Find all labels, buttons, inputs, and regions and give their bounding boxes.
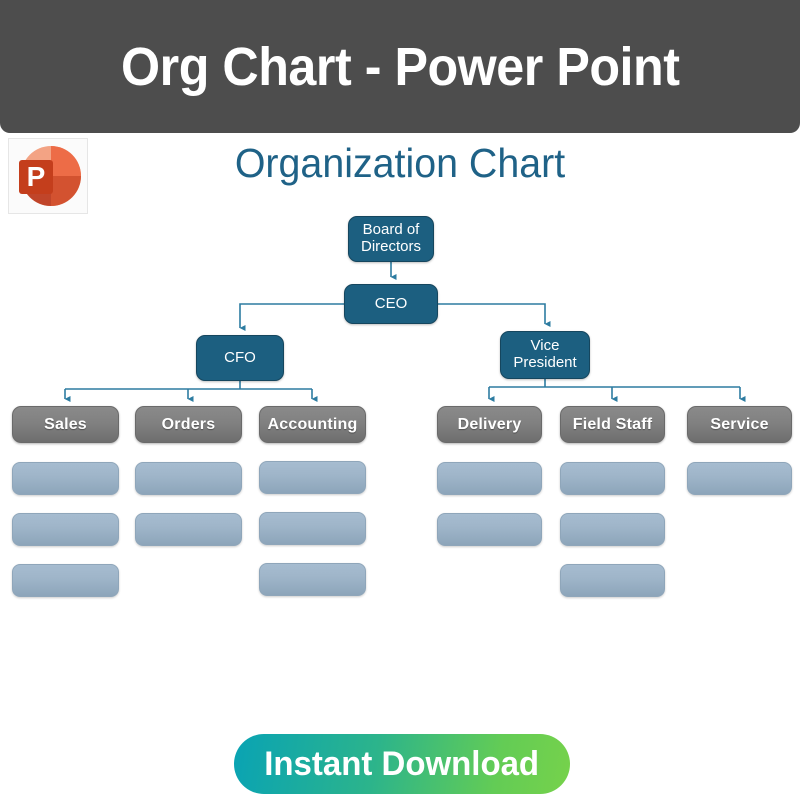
- org-node-blank[interactable]: [135, 513, 242, 546]
- org-node-cfo[interactable]: CFO: [196, 335, 284, 381]
- org-node-blank[interactable]: [259, 563, 366, 596]
- org-node-blank[interactable]: [437, 462, 542, 495]
- page-title: Org Chart - Power Point: [120, 36, 680, 97]
- org-node-blank[interactable]: [12, 513, 119, 546]
- org-node-blank[interactable]: [560, 462, 665, 495]
- org-node-blank[interactable]: [687, 462, 792, 495]
- org-node-sales[interactable]: Sales: [12, 406, 119, 443]
- org-node-board-of-directors[interactable]: Board of Directors: [348, 216, 434, 262]
- org-node-blank[interactable]: [259, 461, 366, 494]
- org-node-blank[interactable]: [135, 462, 242, 495]
- connector-ceo-cfo: [239, 303, 344, 331]
- powerpoint-icon-glyph: P: [19, 146, 81, 206]
- org-node-delivery[interactable]: Delivery: [437, 406, 542, 443]
- org-node-blank[interactable]: [12, 564, 119, 597]
- slide-title: Organization Chart: [234, 140, 566, 186]
- header-banner: Org Chart - Power Point: [0, 0, 800, 133]
- org-node-orders[interactable]: Orders: [135, 406, 242, 443]
- org-node-blank[interactable]: [560, 564, 665, 597]
- org-node-ceo[interactable]: CEO: [344, 284, 438, 324]
- org-node-blank[interactable]: [437, 513, 542, 546]
- org-node-service[interactable]: Service: [687, 406, 792, 443]
- org-node-vice-president[interactable]: Vice President: [500, 331, 590, 379]
- org-node-blank[interactable]: [560, 513, 665, 546]
- org-node-field-staff[interactable]: Field Staff: [560, 406, 665, 443]
- org-node-blank[interactable]: [12, 462, 119, 495]
- instant-download-label: Instant Download: [264, 744, 540, 783]
- powerpoint-icon: P: [8, 138, 88, 214]
- svg-text:P: P: [27, 161, 46, 192]
- instant-download-button[interactable]: Instant Download: [234, 734, 570, 794]
- connector-ceo-vp: [438, 303, 551, 327]
- org-node-accounting[interactable]: Accounting: [259, 406, 366, 443]
- org-node-blank[interactable]: [259, 512, 366, 545]
